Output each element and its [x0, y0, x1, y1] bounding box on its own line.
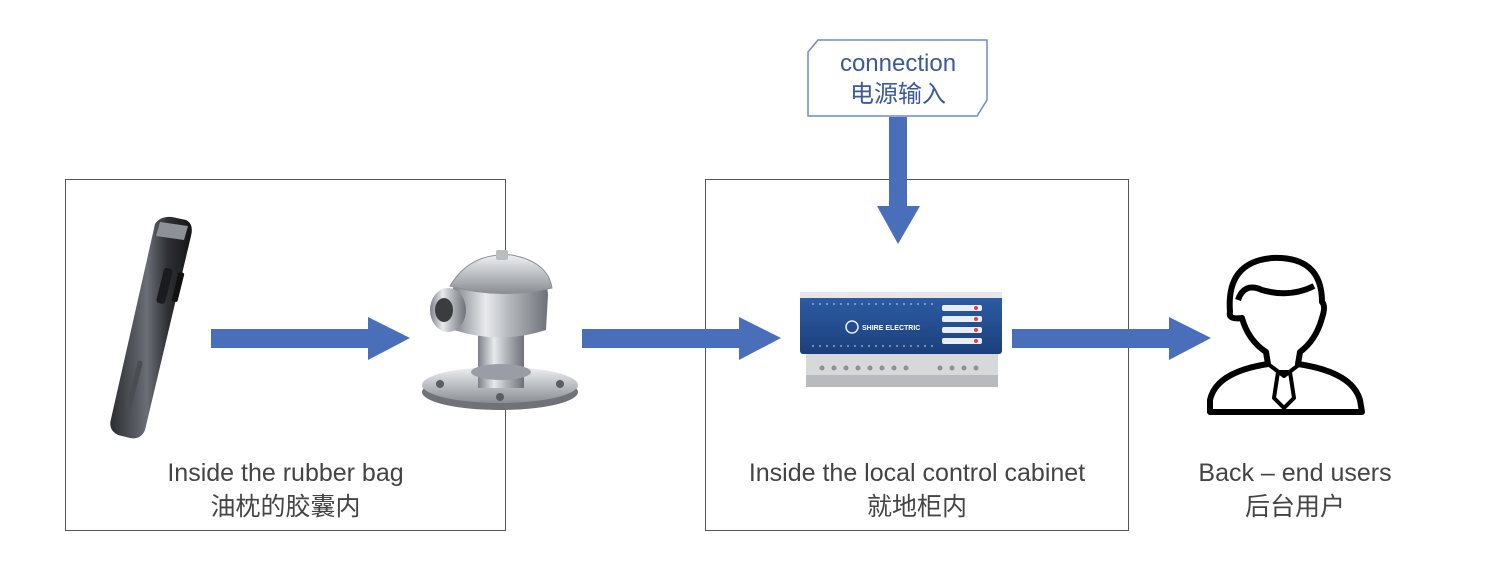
power-callout-line1: connection	[839, 50, 957, 77]
arrow-controller-to-users	[1012, 317, 1211, 360]
control-cabinet-caption-line2: 就地柜内	[866, 493, 967, 521]
rubber-bag-caption-line1: Inside the rubber bag	[167, 459, 404, 487]
power-callout-text: connection 电源输入	[808, 48, 988, 110]
control-cabinet-caption: Inside the local control cabinet 就地柜内	[705, 456, 1129, 524]
control-cabinet-caption-line1: Inside the local control cabinet	[748, 459, 1086, 487]
gas-sensor-probe-icon	[110, 216, 192, 439]
power-callout	[807, 39, 988, 117]
transmitter-head-icon	[422, 250, 578, 410]
rubber-bag-caption: Inside the rubber bag 油枕的胶囊内	[65, 456, 506, 524]
rubber-bag-caption-line2: 油枕的胶囊内	[210, 493, 361, 521]
arrow-transmitter-to-controller	[582, 317, 781, 360]
controller-module-icon: SHIRE ELECTRIC	[800, 292, 1002, 387]
users-caption-line2: 后台用户	[1244, 493, 1345, 521]
power-down-arrow	[877, 117, 920, 244]
power-callout-line2: 电源输入	[850, 81, 946, 108]
arrow-sensor-to-transmitter	[211, 317, 410, 360]
control-cabinet-group-box	[705, 179, 1129, 531]
controller-brand-label: SHIRE ELECTRIC	[862, 325, 920, 332]
users-caption-line1: Back – end users	[1198, 459, 1392, 487]
back-end-user-icon	[1207, 254, 1365, 415]
users-caption: Back – end users 后台用户	[1170, 456, 1420, 524]
